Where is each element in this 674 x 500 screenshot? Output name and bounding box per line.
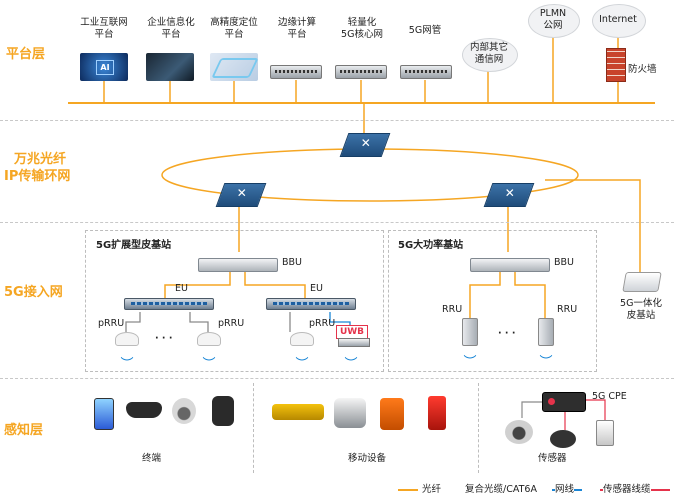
- high-power-title: 5G大功率基站: [398, 240, 464, 251]
- smartphone-icon: [94, 398, 114, 430]
- wireless-signal-icon: ︶: [463, 355, 477, 370]
- rru-label: RRU: [442, 304, 463, 315]
- ext-station-title: 5G扩展型皮基站: [96, 240, 172, 251]
- platform-item-label: 企业信息化平台: [147, 17, 195, 40]
- legend-ethernet-label: 网线: [555, 484, 575, 496]
- forklift-icon: [428, 396, 446, 430]
- rru-device-icon: [538, 318, 554, 346]
- mobile-label: 移动设备: [348, 453, 387, 464]
- ai-chip-icon: AI: [96, 60, 114, 75]
- legend-fiber-label: 光纤: [422, 484, 442, 495]
- prru-label: pRRU: [309, 318, 336, 329]
- eu-label: EU: [175, 283, 188, 294]
- mobile-group: [258, 383, 479, 473]
- eu-label: EU: [310, 283, 323, 294]
- bbu-label: BBU: [554, 257, 574, 268]
- platform-item-label: 高精度定位平台: [210, 17, 258, 40]
- inspection-robot-icon: [334, 398, 366, 428]
- integrated-pico-label: 5G一体化皮基站: [620, 298, 662, 321]
- cloud-icon: [592, 4, 646, 38]
- layer-transport-label-2: IP传输环网: [4, 169, 71, 184]
- high-power-station-box: [388, 230, 597, 372]
- uwb-anchor-icon: [338, 338, 370, 347]
- bbu-device-icon: [198, 258, 278, 272]
- platform-item-label: 边缘计算平台: [277, 17, 316, 40]
- terminals-group: [85, 383, 254, 473]
- integrated-pico-icon: [622, 272, 662, 292]
- bbu-device-icon: [470, 258, 550, 272]
- uwb-badge: UWB: [336, 325, 368, 339]
- industrial-internet-image: AI: [80, 53, 128, 81]
- nms-server-icon: [400, 65, 452, 79]
- rru-ellipsis: · · ·: [498, 328, 516, 339]
- cloud-label: 内部其它通信网: [469, 42, 508, 65]
- cloud-icon: [462, 38, 518, 72]
- firewall-icon: [606, 48, 626, 82]
- ring-switch-icon: ✕: [215, 183, 267, 207]
- prru-label: pRRU: [98, 318, 125, 329]
- separator-transport: [0, 222, 674, 223]
- prru-device-icon: [290, 332, 314, 346]
- bbu-label: BBU: [282, 257, 302, 268]
- cpe-router-icon: [542, 392, 586, 412]
- ring-switch-icon: ✕: [483, 183, 535, 207]
- vr-headset-icon: [126, 402, 162, 418]
- smartwatch-icon: [212, 396, 234, 426]
- wireless-signal-icon: ︶: [344, 357, 358, 372]
- sensor-camera-icon: [505, 420, 533, 444]
- firewall-label: 防火墙: [628, 64, 657, 75]
- separator-access: [0, 378, 674, 379]
- cpe-label: 5G CPE: [592, 391, 627, 402]
- cloud-label: Internet: [599, 14, 637, 25]
- wireless-signal-icon: ︶: [120, 357, 134, 372]
- wireless-signal-icon: ︶: [202, 357, 216, 372]
- platform-item-label: 5G网管: [408, 25, 442, 36]
- core-switch-icon: ✕: [339, 133, 391, 157]
- prru-device-icon: [197, 332, 221, 346]
- legend-composite-cable-label: 复合光缆/CAT6A: [465, 484, 539, 496]
- cloud-icon: [528, 4, 580, 38]
- prru-device-icon: [115, 332, 139, 346]
- terminals-label: 终端: [142, 453, 162, 464]
- layer-perception-label: 感知层: [4, 423, 44, 438]
- rru-device-icon: [462, 318, 478, 346]
- robot-arm-icon: [380, 398, 404, 430]
- layer-access-label: 5G接入网: [4, 285, 63, 300]
- sensors-label: 传感器: [538, 453, 567, 464]
- dome-camera-icon: [172, 398, 196, 424]
- legend-sensor-cable-label: 传感器线缆: [603, 484, 651, 496]
- rru-label: RRU: [557, 304, 578, 315]
- enterprise-info-image: [146, 53, 194, 81]
- ext-pico-station-box: [85, 230, 384, 372]
- separator-platform: [0, 120, 674, 121]
- platform-item-label: 工业互联网平台: [80, 17, 128, 40]
- wireless-signal-icon: ︶: [295, 357, 309, 372]
- excavator-icon: [272, 404, 324, 420]
- layer-platform-label: 平台层: [6, 47, 46, 62]
- core-network-server-icon: [335, 65, 387, 79]
- eu-device-icon: [124, 298, 214, 310]
- prru-ellipsis: · · ·: [155, 333, 173, 344]
- anemometer-icon: [550, 430, 576, 448]
- wireless-signal-icon: ︶: [539, 355, 553, 370]
- detector-sensor-icon: [596, 420, 614, 446]
- prru-label: pRRU: [218, 318, 245, 329]
- layer-transport-label-1: 万兆光纤: [14, 152, 67, 167]
- eu-device-icon: [266, 298, 356, 310]
- positioning-map-image: [210, 53, 259, 81]
- edge-server-icon: [270, 65, 322, 79]
